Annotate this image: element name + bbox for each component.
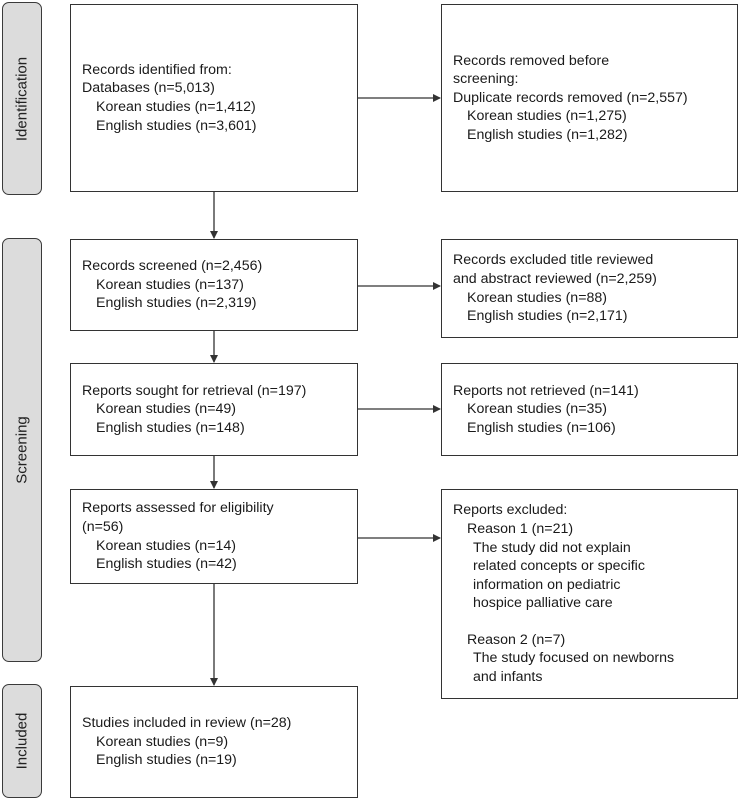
box-reports-sought: Reports sought for retrieval (n=197) Kor… bbox=[70, 363, 358, 456]
records-removed-korean: Korean studies (n=1,275) bbox=[467, 108, 627, 125]
reason-1-line: related concepts or specific bbox=[473, 558, 645, 575]
reports-not-retrieved-korean: Korean studies (n=35) bbox=[467, 401, 607, 418]
records-screened-english: English studies (n=2,319) bbox=[96, 295, 257, 312]
records-removed-screening: screening: bbox=[453, 71, 519, 88]
reason-1-label: Reason 1 (n=21) bbox=[467, 520, 574, 537]
reports-assessed-english: English studies (n=42) bbox=[96, 556, 237, 573]
box-records-screened: Records screened (n=2,456) Korean studie… bbox=[70, 239, 358, 331]
reason-2-line: and infants bbox=[473, 669, 543, 686]
reports-excluded-title: Reports excluded: bbox=[453, 502, 568, 519]
records-removed-duplicates: Duplicate records removed (n=2,557) bbox=[453, 89, 688, 106]
reports-not-retrieved-title: Reports not retrieved (n=141) bbox=[453, 382, 639, 399]
reason-1-line: hospice palliative care bbox=[473, 595, 613, 612]
reason-1-line: information on pediatric bbox=[473, 576, 621, 593]
reason-2-label: Reason 2 (n=7) bbox=[467, 631, 566, 648]
reports-assessed-korean: Korean studies (n=14) bbox=[96, 537, 236, 554]
phase-included: Included bbox=[2, 684, 42, 798]
studies-included-title: Studies included in review (n=28) bbox=[82, 715, 292, 732]
phase-screening: Screening bbox=[2, 238, 42, 662]
reports-sought-title: Reports sought for retrieval (n=197) bbox=[82, 382, 307, 399]
box-records-identified: Records identified from: Databases (n=5,… bbox=[70, 4, 358, 192]
reports-assessed-count: (n=56) bbox=[82, 518, 124, 535]
records-screened-title: Records screened (n=2,456) bbox=[82, 258, 263, 275]
records-excluded-abstract: and abstract reviewed (n=2,259) bbox=[453, 270, 657, 287]
records-excluded-title: Records excluded title reviewed bbox=[453, 252, 654, 269]
reports-not-retrieved-english: English studies (n=106) bbox=[467, 419, 616, 436]
records-identified-databases: Databases (n=5,013) bbox=[82, 80, 215, 97]
studies-included-korean: Korean studies (n=9) bbox=[96, 733, 229, 750]
reports-sought-english: English studies (n=148) bbox=[96, 419, 245, 436]
reports-sought-korean: Korean studies (n=49) bbox=[96, 401, 236, 418]
box-reports-excluded: Reports excluded: Reason 1 (n=21) The st… bbox=[441, 489, 738, 699]
reason-1-line: The study did not explain bbox=[473, 539, 631, 556]
phase-identification: Identification bbox=[2, 2, 42, 195]
reports-assessed-title: Reports assessed for eligibility bbox=[82, 500, 274, 517]
records-excluded-english: English studies (n=2,171) bbox=[467, 308, 628, 325]
records-removed-title: Records removed before bbox=[453, 52, 610, 69]
records-identified-korean: Korean studies (n=1,412) bbox=[96, 99, 256, 115]
box-records-excluded: Records excluded title reviewed and abst… bbox=[441, 239, 738, 338]
records-screened-korean: Korean studies (n=137) bbox=[96, 276, 244, 293]
box-records-removed: Records removed before screening: Duplic… bbox=[441, 4, 738, 192]
records-identified-title: Records identified from: bbox=[82, 61, 232, 78]
records-identified-english: English studies (n=3,601) bbox=[96, 117, 257, 134]
studies-included-english: English studies (n=19) bbox=[96, 752, 237, 769]
reason-2-line: The study focused on newborns bbox=[473, 650, 675, 667]
box-reports-assessed: Reports assessed for eligibility (n=56) … bbox=[70, 489, 358, 584]
records-excluded-korean: Korean studies (n=88) bbox=[467, 289, 607, 306]
records-removed-english: English studies (n=1,282) bbox=[467, 126, 628, 143]
box-studies-included: Studies included in review (n=28) Korean… bbox=[70, 686, 358, 798]
box-reports-not-retrieved: Reports not retrieved (n=141) Korean stu… bbox=[441, 363, 738, 456]
